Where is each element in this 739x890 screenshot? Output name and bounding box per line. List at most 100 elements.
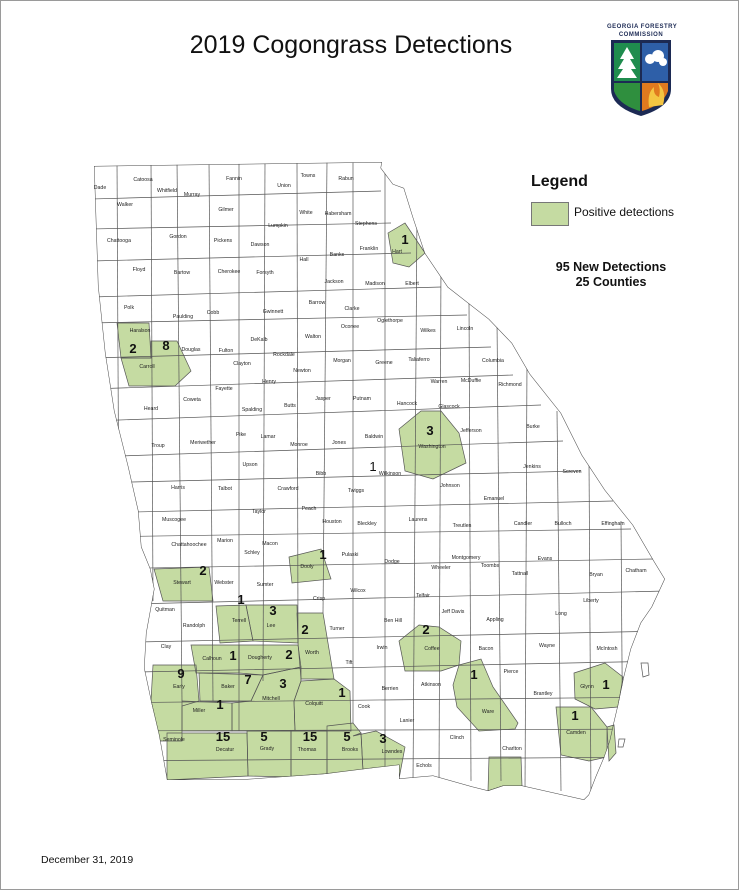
county-label-taylor: Taylor xyxy=(252,509,266,515)
detection-count-hart: 1 xyxy=(401,232,408,247)
county-label-pierce: Pierce xyxy=(504,669,519,675)
detection-count-washington: 3 xyxy=(426,423,433,438)
county-label-calhoun: Calhoun xyxy=(202,656,221,662)
positive-county-charlton xyxy=(488,757,522,791)
county-label-mitchell: Mitchell xyxy=(262,696,280,702)
county-label-stephens: Stephens xyxy=(355,221,377,227)
county-label-long: Long xyxy=(555,611,567,617)
positive-county-thomas xyxy=(291,731,327,777)
county-label-rockdale: Rockdale xyxy=(273,352,295,358)
county-label-white: White xyxy=(299,210,312,216)
detection-count-brooks: 5 xyxy=(343,729,350,744)
map-date: December 31, 2019 xyxy=(41,854,134,866)
county-label-baldwin: Baldwin xyxy=(365,434,383,440)
county-label-walton: Walton xyxy=(305,334,321,340)
county-label-butts: Butts xyxy=(284,403,296,409)
county-label-effingham: Effingham xyxy=(601,521,624,527)
county-label-hall: Hall xyxy=(300,257,309,263)
positive-county-colquitt xyxy=(294,679,351,731)
county-label-dawson: Dawson xyxy=(251,242,270,248)
county-label-monroe: Monroe xyxy=(290,442,308,448)
county-label-ben-hill: Ben Hill xyxy=(384,618,402,624)
detection-count-mitchell: 3 xyxy=(279,676,286,691)
detection-count-worth: 2 xyxy=(301,622,308,637)
positive-county-decatur xyxy=(167,733,248,780)
county-label-gilmer: Gilmer xyxy=(218,207,234,213)
county-label-newton: Newton xyxy=(293,368,311,374)
county-label-troup: Troup xyxy=(151,443,164,449)
county-label-clayton: Clayton xyxy=(233,361,251,367)
county-label-oglethorpe: Oglethorpe xyxy=(377,318,403,324)
county-label-columbia: Columbia xyxy=(482,358,504,364)
detection-count-ware: 1 xyxy=(470,667,477,682)
county-label-randolph: Randolph xyxy=(183,623,205,629)
positive-county-camden xyxy=(556,707,607,761)
positive-county-hart xyxy=(388,223,425,267)
county-label-bulloch: Bulloch xyxy=(554,521,571,527)
county-label-barrow: Barrow xyxy=(309,300,326,306)
county-label-early: Early xyxy=(173,684,185,690)
county-label-elbert: Elbert xyxy=(405,281,419,287)
county-label-toombs: Toombs xyxy=(481,563,500,569)
county-label-bacon: Bacon xyxy=(479,646,494,652)
county-label-haralson: Haralson xyxy=(130,328,151,334)
county-label-washington: Washington xyxy=(418,444,445,450)
county-label-twiggs: Twiggs xyxy=(348,488,365,494)
county-label-paulding: Paulding xyxy=(173,314,193,320)
county-label-grady: Grady xyxy=(260,746,275,752)
positive-county-lee xyxy=(246,605,298,643)
county-label-candler: Candler xyxy=(514,521,532,527)
county-label-talbot: Talbot xyxy=(218,486,232,492)
county-label-jefferson: Jefferson xyxy=(460,428,481,434)
county-label-seminole: Seminole xyxy=(163,737,185,743)
county-label-gwinnett: Gwinnett xyxy=(263,309,284,315)
county-label-telfair: Telfair xyxy=(416,593,430,599)
county-label-walker: Walker xyxy=(117,202,133,208)
county-label-meriwether: Meriwether xyxy=(190,440,216,446)
county-label-echols: Echols xyxy=(416,763,432,769)
county-label-muscogee: Muscogee xyxy=(162,517,186,523)
county-label-pickens: Pickens xyxy=(214,238,233,244)
county-label-camden: Camden xyxy=(566,730,586,736)
county-label-tift: Tift xyxy=(345,660,353,666)
county-label-quitman: Quitman xyxy=(155,607,175,613)
detection-count-decatur: 15 xyxy=(216,729,230,744)
county-label-whitfield: Whitfield xyxy=(157,188,177,194)
detection-count-wilkinson: 1 xyxy=(369,459,376,474)
positive-county-terrell xyxy=(216,605,253,643)
county-label-berrien: Berrien xyxy=(382,686,399,692)
county-label-jackson: Jackson xyxy=(324,279,343,285)
detection-count-colquitt: 1 xyxy=(338,685,345,700)
map-title: 2019 Cogongrass Detections xyxy=(189,31,513,59)
county-label-chattooga: Chattooga xyxy=(107,238,131,244)
county-label-cherokee: Cherokee xyxy=(218,269,241,275)
county-label-lanier: Lanier xyxy=(400,718,415,724)
county-label-madison: Madison xyxy=(365,281,385,287)
positive-county-calhoun xyxy=(191,645,239,673)
county-label-laurens: Laurens xyxy=(409,517,428,523)
county-label-taliaferro: Taliaferro xyxy=(408,357,429,363)
county-label-decatur: Decatur xyxy=(216,747,234,753)
county-label-oconee: Oconee xyxy=(341,324,359,330)
positive-county-grady xyxy=(247,731,291,777)
county-label-irwin: Irwin xyxy=(377,645,388,651)
county-label-wheeler: Wheeler xyxy=(431,565,451,571)
county-label-tattnall: Tattnall xyxy=(512,571,528,577)
county-label-morgan: Morgan xyxy=(333,358,351,364)
county-label-wilkinson: Wilkinson xyxy=(379,471,401,477)
detection-count-camden: 1 xyxy=(571,708,578,723)
positive-county-mitchell xyxy=(232,667,301,731)
county-label-bartow: Bartow xyxy=(174,270,190,276)
county-label-appling: Appling xyxy=(486,617,503,623)
positive-county-dooly xyxy=(289,549,331,583)
county-label-colquitt: Colquitt xyxy=(305,701,323,707)
detection-count-stewart: 2 xyxy=(199,563,206,578)
detection-count-lee: 3 xyxy=(269,603,276,618)
county-label-macon: Macon xyxy=(262,541,278,547)
county-label-montgomery: Montgomery xyxy=(452,555,481,561)
positive-county-baker xyxy=(199,673,263,701)
county-label-wilcox: Wilcox xyxy=(350,588,366,594)
county-label-evans: Evans xyxy=(538,556,553,562)
county-label-bryan: Bryan xyxy=(589,572,603,578)
county-label-fayette: Fayette xyxy=(215,386,232,392)
